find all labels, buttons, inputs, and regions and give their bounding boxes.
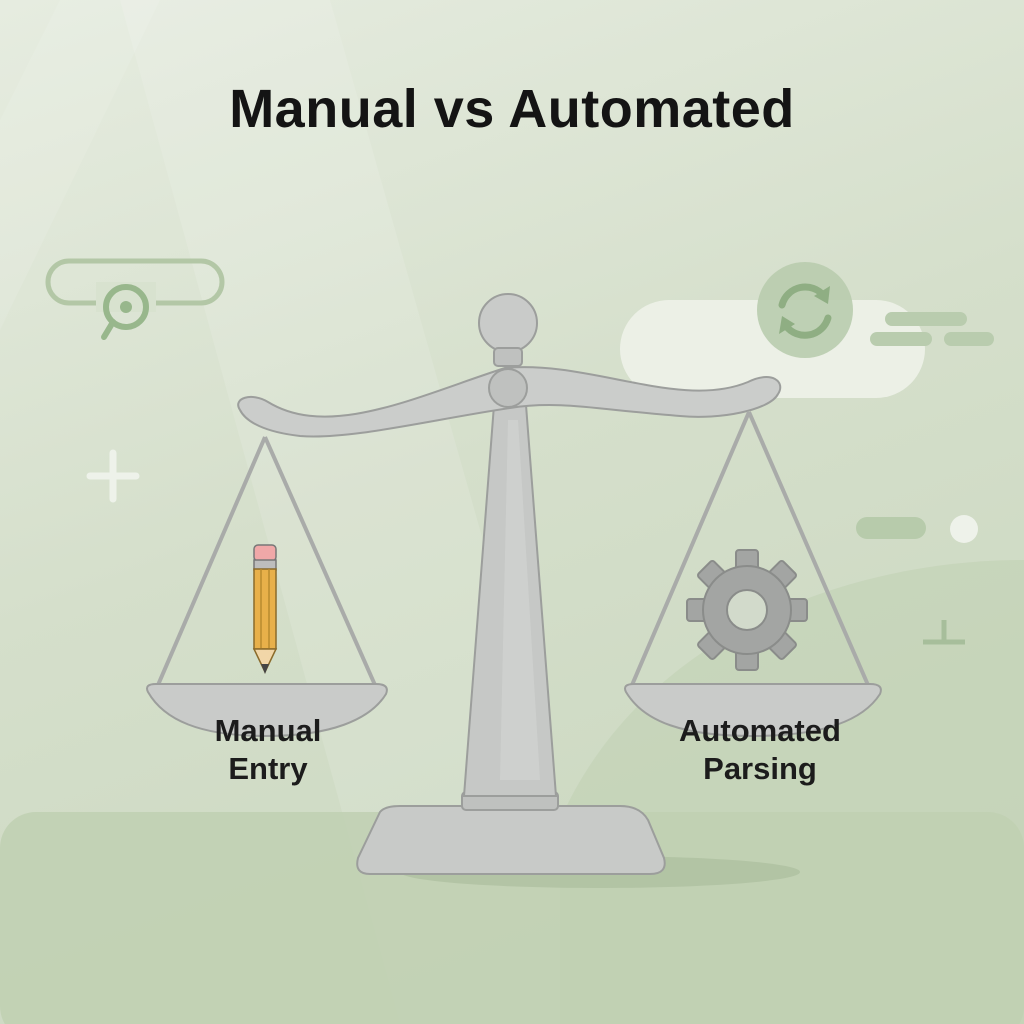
scale-base <box>356 791 800 888</box>
left-pan <box>146 683 388 738</box>
manual-entry-label-line1: Manual <box>214 713 322 748</box>
automated-parsing-label: Automated Parsing <box>640 712 880 788</box>
ground-platform <box>0 812 1024 1024</box>
search-icon <box>101 284 149 340</box>
right-pan <box>624 683 882 738</box>
gear-icon <box>686 549 808 671</box>
small-anchor-mark <box>923 620 965 645</box>
manual-entry-label: Manual Entry <box>168 712 368 788</box>
automated-parsing-label-line1: Automated <box>679 713 841 748</box>
automated-parsing-label-line2: Parsing <box>703 751 817 786</box>
manual-entry-label-line2: Entry <box>228 751 308 786</box>
pencil-icon <box>252 544 278 674</box>
plus-icon <box>86 449 140 503</box>
page-title: Manual vs Automated <box>229 79 795 139</box>
scale-top-knob <box>478 293 538 353</box>
refresh-icon <box>757 262 853 358</box>
